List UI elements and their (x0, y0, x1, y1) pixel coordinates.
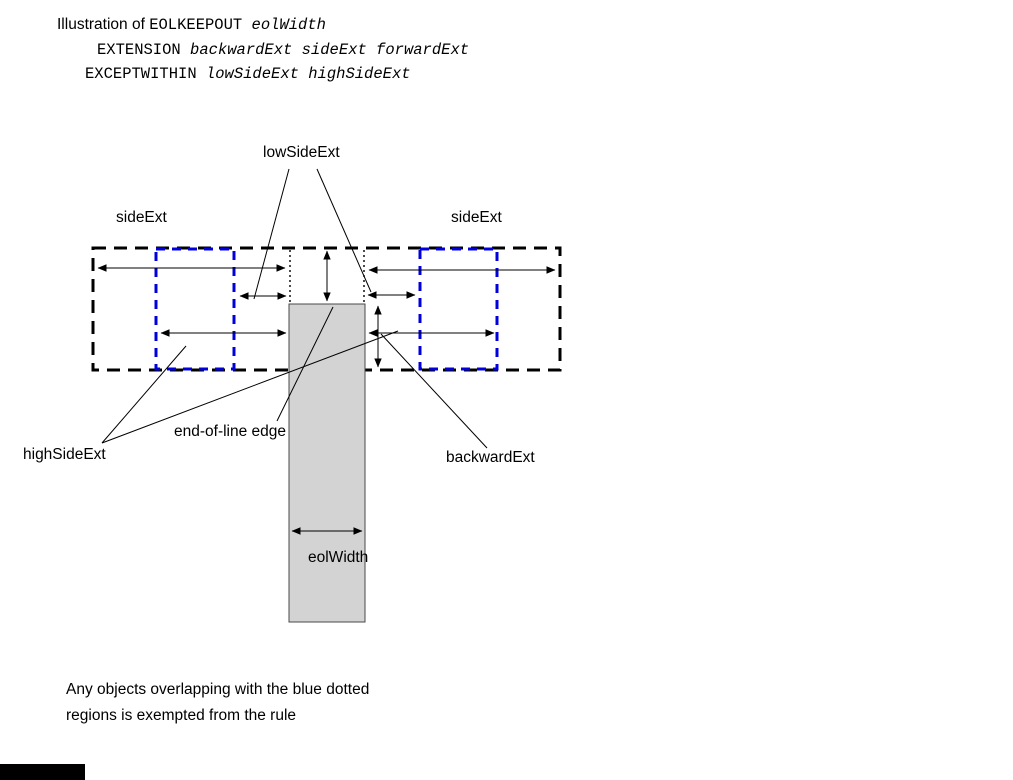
low-side-ext-pointer-left (253, 168, 290, 300)
rule-header-line3: EXCEPTWITHIN lowSideExt highSideExt (57, 62, 469, 87)
rule-header-line1: Illustration of EOLKEEPOUT eolWidth (57, 13, 469, 38)
pointer-lines (101, 168, 488, 449)
end-of-line-edge-pointer (276, 306, 334, 422)
high-side-ext-pointer-left (101, 345, 187, 444)
footer-black-bar (0, 764, 85, 780)
label-side-ext-right: sideExt (451, 209, 502, 226)
label-side-ext-left: sideExt (116, 209, 167, 226)
dimension-arrows-back (97, 250, 556, 337)
footnote-line1: Any objects overlapping with the blue do… (66, 681, 370, 698)
rule-keyword-extension: EXTENSION (97, 40, 191, 59)
rule-keyword-exceptwithin: EXCEPTWITHIN (85, 65, 206, 83)
rule-header: Illustration of EOLKEEPOUT eolWidth EXTE… (57, 13, 469, 87)
footnote-line2: regions is exempted from the rule (66, 707, 297, 724)
footnote: Any objects overlapping with the blue do… (66, 677, 369, 729)
backward-ext-pointer (380, 333, 488, 449)
rule-keyword-eolkeepout: EOLKEEPOUT (149, 16, 252, 34)
rule-header-prefix: Illustration of (57, 16, 150, 33)
rule-params-extension: backwardExt sideExt forwardExt (190, 40, 470, 59)
dimension-arrows-front (291, 305, 495, 535)
label-eol-width: eolWidth (308, 549, 369, 566)
rule-header-line2: EXTENSION backwardExt sideExt forwardExt (57, 38, 469, 63)
rule-params-exceptwithin: lowSideExt highSideExt (205, 65, 411, 83)
label-high-side-ext: highSideExt (23, 446, 106, 463)
rule-param-eolwidth: eolWidth (251, 16, 326, 34)
exempt-region-right (418, 247, 499, 371)
label-backward-ext: backwardExt (446, 449, 535, 466)
high-side-ext-pointer-right (101, 330, 399, 444)
wire-rectangle (288, 303, 366, 623)
low-side-ext-pointer-right (316, 168, 372, 293)
label-end-of-line-edge: end-of-line edge (174, 423, 287, 440)
exempt-region-left (154, 247, 236, 371)
label-low-side-ext: lowSideExt (263, 144, 340, 161)
